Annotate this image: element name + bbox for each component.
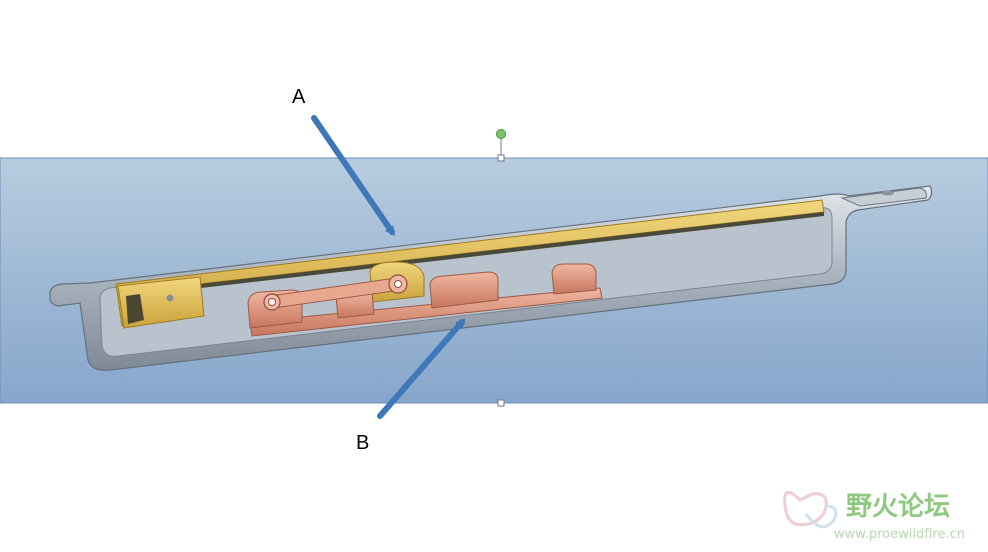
resize-handle-top[interactable] <box>497 154 505 162</box>
watermark-site-name: 野火论坛 <box>846 492 950 522</box>
arrow-a <box>311 115 395 237</box>
watermark-logo <box>783 490 838 529</box>
copper-contact-4 <box>551 263 597 295</box>
watermark-url: www.proewildfire.cn <box>834 527 965 542</box>
rotate-handle[interactable] <box>496 129 506 139</box>
left-block-slot <box>126 294 144 324</box>
strip-groove <box>130 212 824 296</box>
label-a: A <box>292 86 306 108</box>
right-flange <box>840 187 927 207</box>
arrow-b <box>377 318 466 419</box>
pivot-left-center <box>268 298 276 306</box>
resize-handle-bottom[interactable] <box>497 399 505 407</box>
pivot-right-center <box>394 280 402 288</box>
label-b: B <box>356 432 369 454</box>
copper-contact-3 <box>429 271 499 309</box>
flange-hole <box>882 190 894 196</box>
left-block-hole <box>166 294 174 302</box>
